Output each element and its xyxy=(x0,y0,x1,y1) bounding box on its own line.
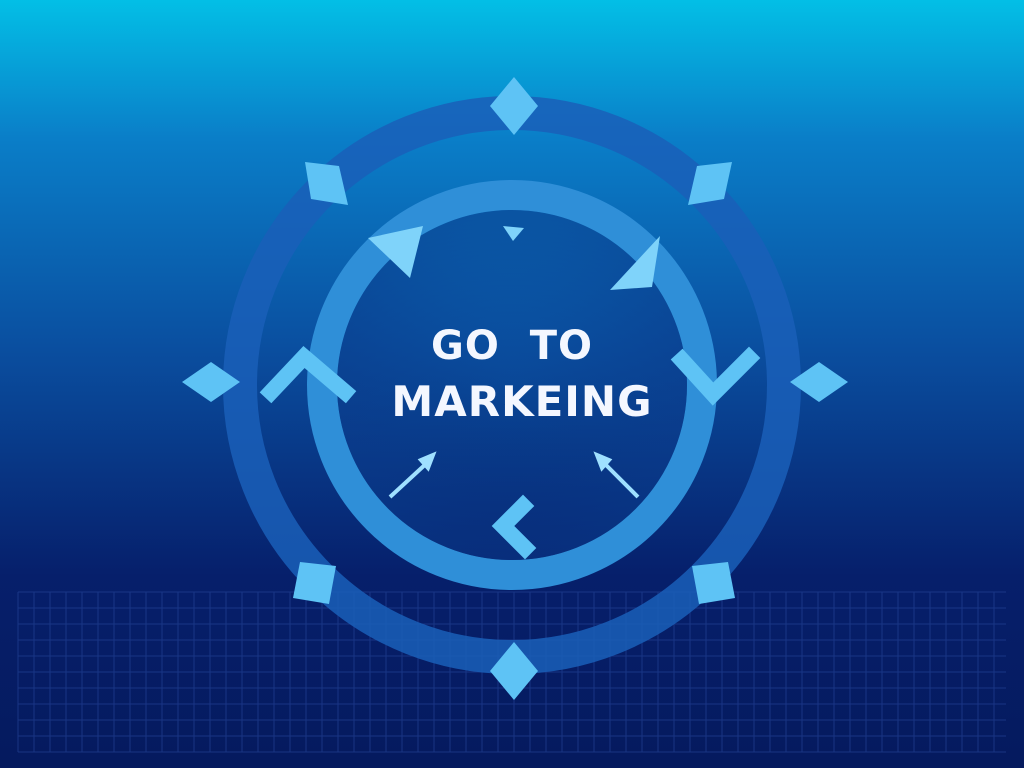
diamond-icon xyxy=(692,562,735,604)
arrow-icon xyxy=(417,451,437,472)
arrow-icon xyxy=(593,451,613,472)
arrow-icon xyxy=(503,226,524,241)
pointer-arrows xyxy=(388,451,640,499)
ring-arrows xyxy=(368,226,660,290)
diamond-icon xyxy=(688,162,732,205)
chevron-icon xyxy=(670,346,761,406)
arrow-icon xyxy=(368,226,423,278)
background-grid xyxy=(17,591,1006,753)
diamond-icon xyxy=(490,642,538,700)
diamond-icon xyxy=(490,77,538,135)
diamond-icon xyxy=(182,362,240,402)
inner-disc xyxy=(337,210,687,560)
chevrons xyxy=(259,345,761,560)
headline-line-1: GO TO xyxy=(431,323,593,369)
chevron-icon xyxy=(491,494,537,560)
diamond-icon xyxy=(790,362,848,402)
headline-line-2: MARKEING xyxy=(391,377,652,426)
diamond-icon xyxy=(293,562,336,604)
arrow-icon xyxy=(610,236,660,290)
diamond-icon xyxy=(305,162,348,205)
outer-diamonds xyxy=(182,77,848,700)
chevron-icon xyxy=(259,345,357,404)
